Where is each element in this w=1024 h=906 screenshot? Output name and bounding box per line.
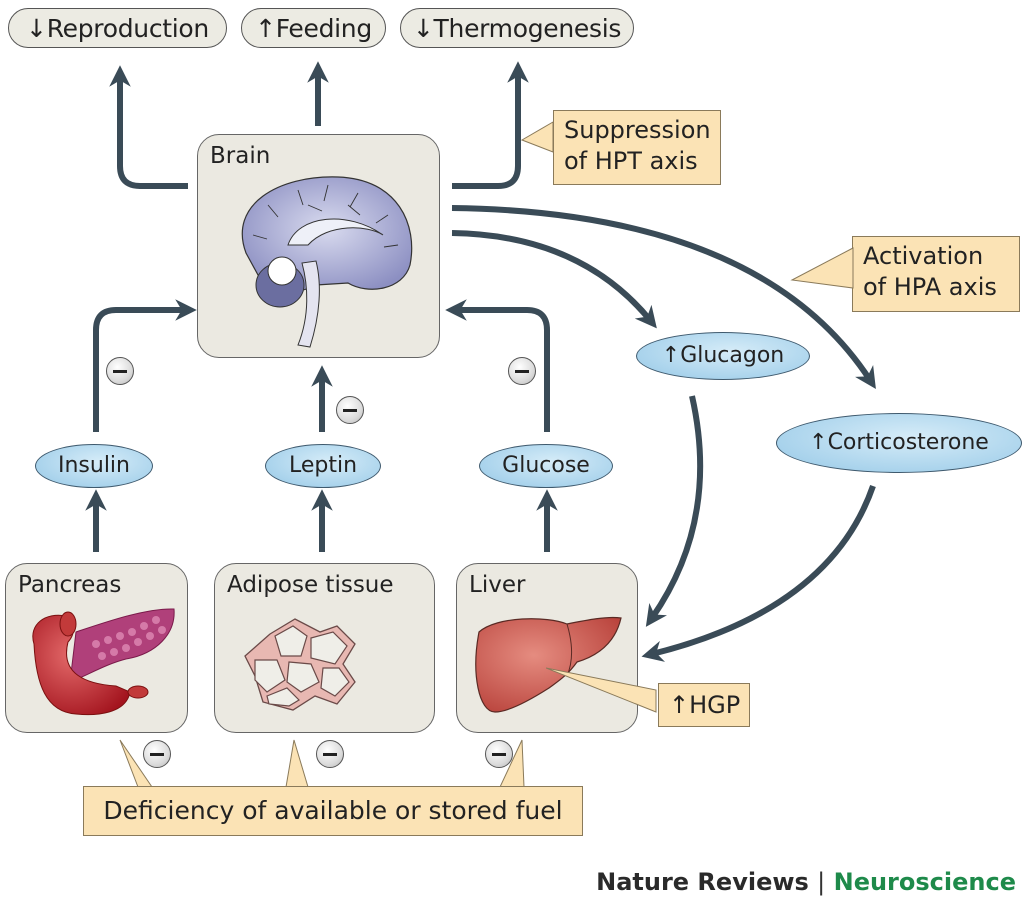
arrow-glucose-to-brain (445, 299, 550, 432)
callout-hgp-pointer (546, 667, 657, 713)
inhibition-icon (106, 357, 134, 385)
signal-leptin: Leptin (265, 444, 381, 488)
credit-separator: | (817, 868, 826, 896)
arrow-brain-to-glucagon (451, 230, 657, 329)
decrease-arrow-icon: ↓ (412, 14, 434, 43)
callout-deficiency: Deficiency of available or stored fuel (83, 786, 583, 836)
brain-illustration-icon (241, 176, 413, 348)
inhibition-icon (485, 740, 513, 768)
output-thermogenesis: ↓Thermogenesis (400, 8, 634, 48)
increase-arrow-icon: ↑ (669, 691, 690, 719)
increase-arrow-icon: ↑ (809, 430, 828, 455)
signal-corticosterone: ↑Corticosterone (776, 413, 1022, 473)
output-feeding: ↑Feeding (241, 8, 386, 48)
callout-hpt-suppression: Suppression of HPT axis (553, 110, 721, 185)
journal-field: Neuroscience (833, 868, 1016, 896)
pancreas-illustration-icon (32, 608, 175, 716)
arrow-glucagon-to-liver (645, 395, 704, 627)
arrow-corticosterone-to-liver (641, 485, 876, 662)
inhibition-icon (508, 357, 536, 385)
arrow-insulin-to-brain (93, 299, 197, 432)
callout-hpt-pointer (520, 121, 554, 153)
adipose-cells-illustration-icon (244, 618, 356, 711)
signal-glucagon: ↑Glucagon (636, 332, 810, 380)
inhibition-icon (143, 740, 171, 768)
pancreas-box: Pancreas (5, 563, 188, 733)
callout-hpa-activation: Activation of HPA axis (852, 236, 1020, 312)
brain-label: Brain (210, 143, 271, 169)
inhibition-icon (316, 740, 344, 768)
adipose-tissue-box: Adipose tissue (214, 563, 435, 733)
output-reproduction: ↓Reproduction (8, 8, 227, 48)
arrow-brain-to-thermogenesis (452, 61, 529, 189)
journal-name: Nature Reviews (596, 868, 809, 896)
brain-box: Brain (197, 134, 440, 358)
arrow-brain-to-corticosterone (451, 205, 876, 390)
callout-hpa-pointer (790, 247, 854, 289)
inhibition-icon (336, 396, 364, 424)
decrease-arrow-icon: ↓ (26, 14, 47, 43)
callout-hgp: ↑HGP (658, 683, 750, 727)
signal-glucose: Glucose (479, 444, 613, 488)
liver-label: Liver (469, 572, 526, 598)
adipose-tissue-label: Adipose tissue (227, 572, 394, 598)
increase-arrow-icon: ↑ (255, 14, 276, 43)
pancreas-label: Pancreas (18, 572, 122, 598)
publication-credit: Nature Reviews | Neuroscience (596, 868, 1016, 896)
arrow-brain-to-reproduction (109, 65, 188, 189)
signal-insulin: Insulin (35, 444, 153, 488)
liver-box: Liver (456, 563, 638, 733)
callout-deficiency-pointers (119, 739, 525, 788)
increase-arrow-icon: ↑ (661, 343, 681, 368)
